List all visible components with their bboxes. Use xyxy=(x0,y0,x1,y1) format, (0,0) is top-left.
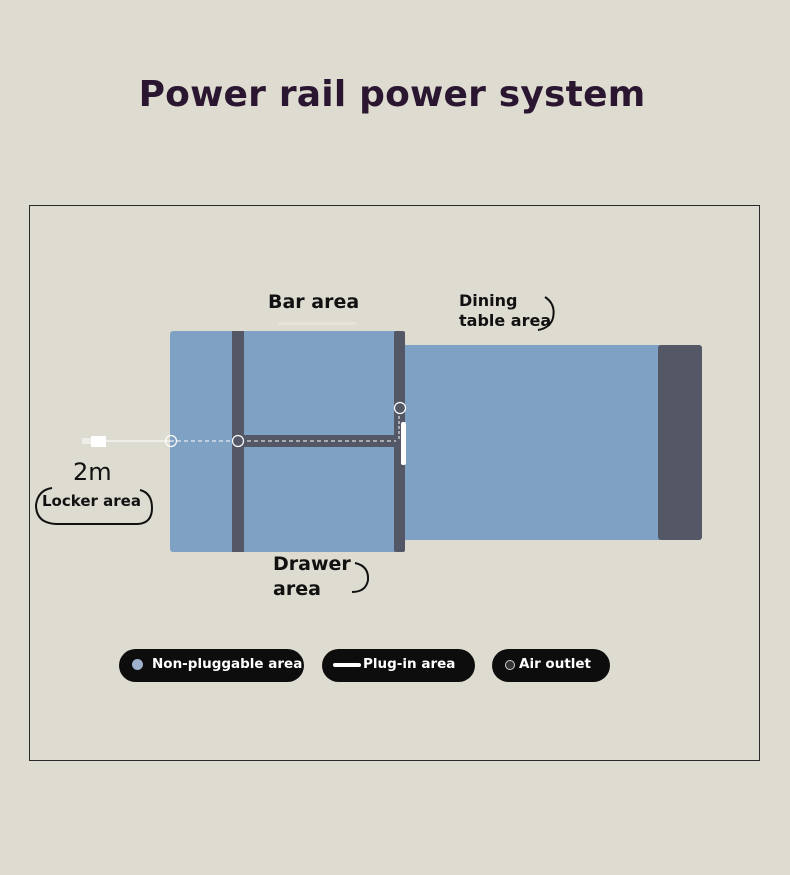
plug-in-line-icon xyxy=(333,663,361,667)
legend-non-pluggable-label: Non-pluggable area xyxy=(152,656,303,672)
legend-air-outlet-label: Air outlet xyxy=(519,656,592,672)
locker-callout xyxy=(34,487,154,525)
air-outlet-icon xyxy=(393,401,407,415)
drawer-callout xyxy=(351,562,370,593)
air-outlet-legend-icon xyxy=(505,660,515,670)
bar-label-underline xyxy=(278,322,356,325)
air-outlet-icon xyxy=(231,434,245,448)
legend-plug-in: Plug-in area xyxy=(322,649,475,682)
air-outlet-icon xyxy=(164,434,178,448)
legend-air-outlet: Air outlet xyxy=(492,649,610,682)
cable-length-label: 2m xyxy=(73,458,112,486)
dining-table-panel xyxy=(400,345,702,540)
non-pluggable-dot-icon xyxy=(132,659,143,670)
diagram-frame xyxy=(29,205,760,761)
drawer-area-label: Drawer area xyxy=(273,553,351,600)
plug-icon xyxy=(91,436,106,447)
plug-in-strip xyxy=(401,422,406,465)
dining-rail-end xyxy=(658,345,702,540)
dining-callout xyxy=(537,296,555,331)
dining-table-area-label: Dining table area xyxy=(459,291,552,330)
page-title: Power rail power system xyxy=(138,74,646,115)
legend-plug-in-label: Plug-in area xyxy=(363,656,456,672)
locker-area-label: Locker area xyxy=(42,492,141,510)
bar-area-label: Bar area xyxy=(268,291,360,313)
legend-non-pluggable: Non-pluggable area xyxy=(119,649,304,682)
